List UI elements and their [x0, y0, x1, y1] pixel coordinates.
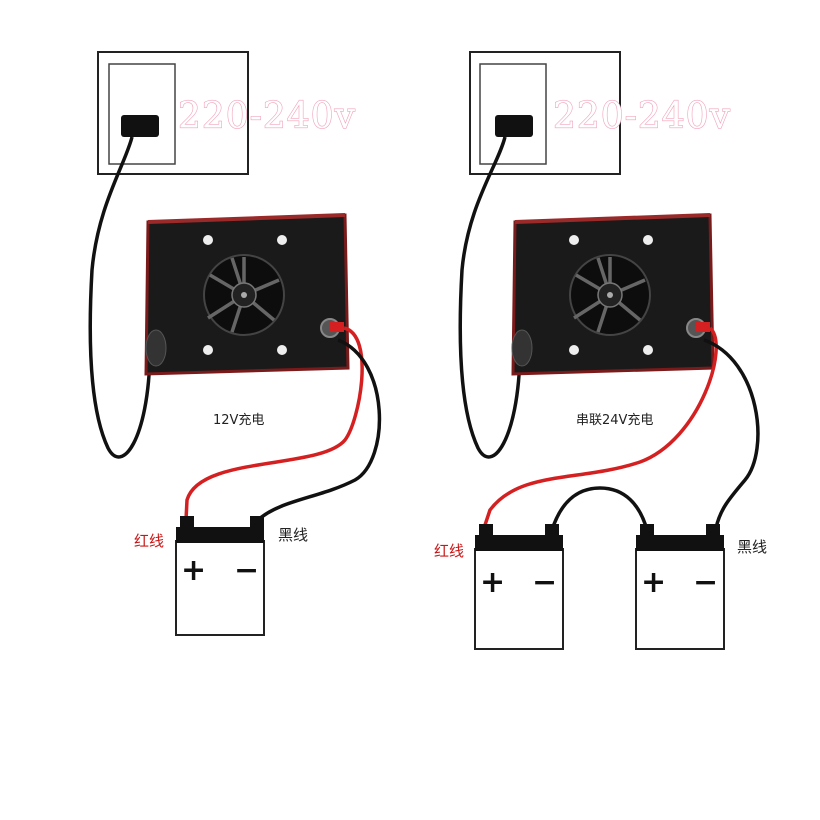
right-battery-a-plus: +: [480, 565, 505, 600]
left-battery-plus: +: [181, 553, 206, 588]
right-red-wire-label: 红线: [434, 542, 464, 560]
left-charger: [144, 213, 350, 376]
right-battery-b-minus: −: [693, 565, 718, 600]
left-fan-icon: [203, 254, 285, 336]
right-battery-a-minus: −: [532, 565, 557, 600]
right-red-wire: [482, 326, 718, 529]
left-wall-plug: [121, 115, 159, 137]
left-power-cord: [88, 136, 152, 459]
right-voltage-label: 220-240v: [553, 96, 731, 137]
left-voltage-label: 220-240v: [178, 96, 356, 137]
right-battery-b-plus: +: [641, 565, 666, 600]
right-battery-b: + −: [635, 524, 725, 650]
right-black-wire: [703, 338, 760, 529]
left-black-wire-label: 黑线: [278, 526, 308, 544]
right-series-link-wire: [550, 486, 649, 531]
right-charger-caption: 串联24V充电: [576, 412, 653, 428]
left-battery-minus: −: [234, 553, 259, 588]
right-battery-a: + −: [474, 524, 564, 650]
left-black-wire: [256, 338, 382, 522]
right-power-cord: [458, 136, 522, 459]
right-panel: 220-240v: [434, 51, 767, 650]
left-battery: + −: [175, 516, 265, 636]
right-fan-icon: [569, 254, 651, 336]
left-panel: 220-240v: [88, 51, 382, 636]
right-wall-socket: [469, 51, 621, 175]
left-charger-caption: 12V充电: [213, 412, 264, 428]
right-black-wire-label: 黑线: [737, 538, 767, 556]
left-red-wire-label: 红线: [134, 532, 164, 550]
left-wall-socket: [97, 51, 249, 175]
right-charger: [511, 213, 715, 376]
right-wall-plug: [495, 115, 533, 137]
